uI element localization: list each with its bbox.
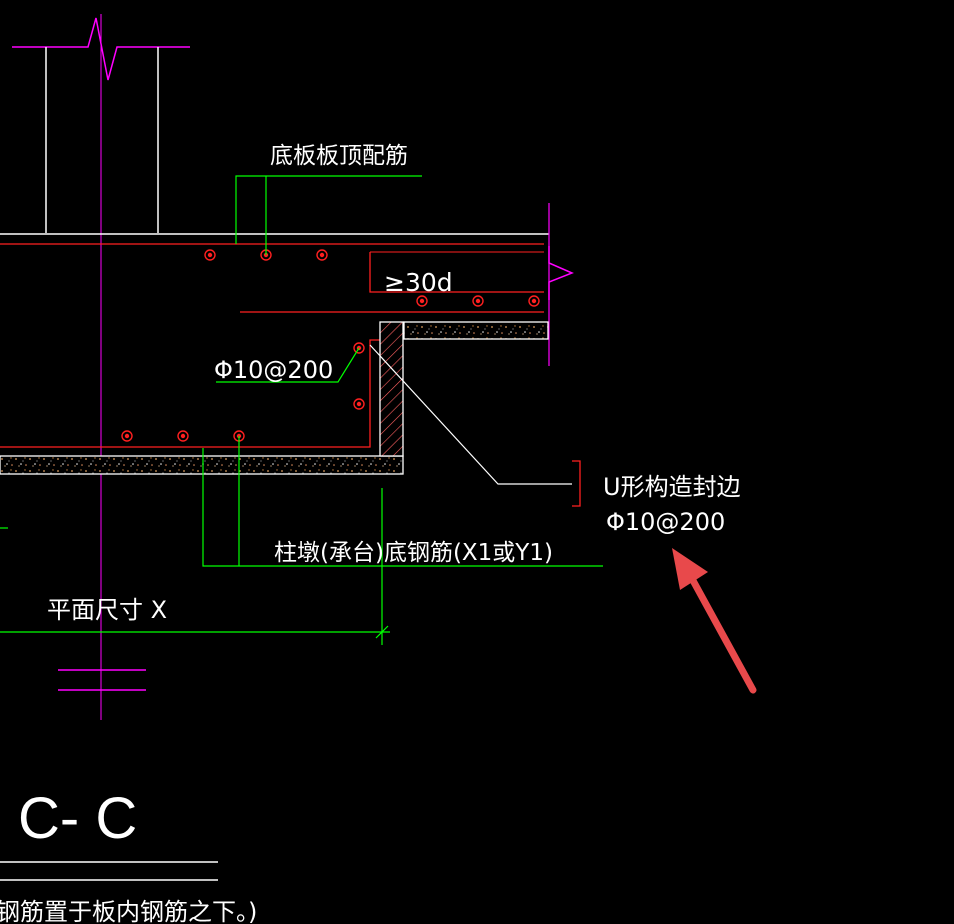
label-u-edge-spec: Φ10@200 [606,508,725,536]
concrete-cushion [0,321,549,475]
label-u-edge-title: U形构造封边 [603,473,741,501]
u-edge-leader [369,344,581,507]
column-outline [45,47,159,233]
label-bottom-rebar: 柱墩(承台)底钢筋(X1或Y1) [274,540,553,566]
label-anchorage: ≥30d [384,268,453,297]
section-title: C- C [18,786,137,851]
rebar-lines [0,243,544,448]
slab-top-edge [0,203,574,366]
label-plan-dim: 平面尺寸 X [47,596,167,624]
annotation-arrow [672,548,757,694]
label-note-partial: 钢筋置于板内钢筋之下。) [0,898,257,924]
section-title-underline [0,861,218,881]
label-top-rebar: 底板板顶配筋 [270,143,408,169]
column-break-symbol [12,14,190,720]
section-marker-lines [58,669,146,691]
label-rebar-left: Φ10@200 [214,356,333,384]
rebar-dots [121,249,540,442]
leader-lines [0,175,603,645]
